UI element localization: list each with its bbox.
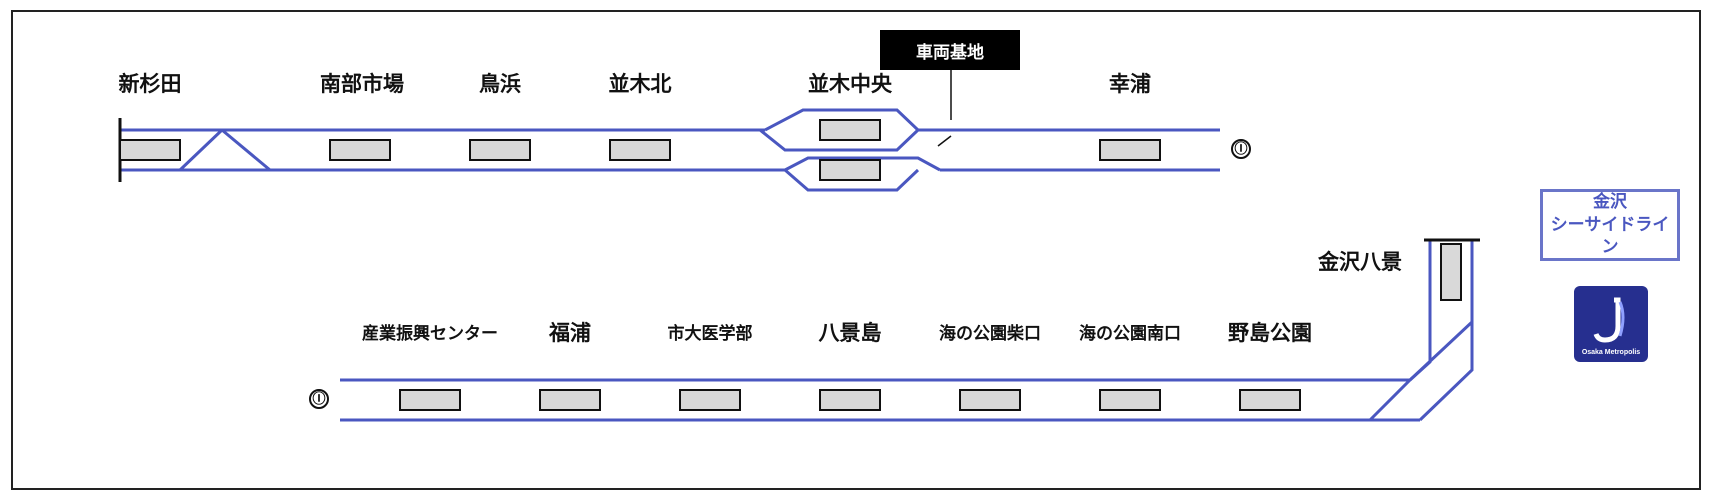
line-name-line1: 金沢 bbox=[1593, 191, 1627, 212]
station-label: 並木中央 bbox=[808, 72, 892, 96]
station-label: 産業振興センター bbox=[362, 324, 498, 344]
upper-crossover-left bbox=[178, 128, 224, 172]
platform bbox=[1239, 389, 1301, 411]
lower-crossover bbox=[1408, 320, 1474, 382]
platform bbox=[469, 139, 531, 161]
platform bbox=[609, 139, 671, 161]
platform bbox=[819, 159, 881, 181]
line-name-box: 金沢 シーサイドライン bbox=[1540, 189, 1680, 261]
platform bbox=[329, 139, 391, 161]
station-label: 南部市場 bbox=[320, 72, 404, 96]
line-end-icon: Ⓘ bbox=[309, 389, 329, 409]
loop-top bbox=[764, 108, 920, 132]
station-label: 八景島 bbox=[818, 321, 882, 345]
station-label: 市大医学部 bbox=[667, 324, 753, 344]
platform bbox=[679, 389, 741, 411]
diagram-frame bbox=[11, 10, 1701, 490]
depot-spur bbox=[937, 135, 952, 147]
station-label: 並木北 bbox=[608, 72, 672, 96]
logo-mark-icon bbox=[1593, 297, 1625, 343]
station-label: 野島公園 bbox=[1228, 321, 1312, 345]
station-label-terminal: 金沢八景 bbox=[1318, 250, 1402, 274]
platform bbox=[119, 139, 181, 161]
loop-mid-lower bbox=[784, 156, 941, 172]
line-end-icon: Ⓘ bbox=[1231, 139, 1251, 159]
platform bbox=[1099, 389, 1161, 411]
platform bbox=[399, 389, 461, 411]
depot-label: 車両基地 bbox=[880, 30, 1020, 70]
station-label: 海の公園柴口 bbox=[939, 324, 1041, 344]
platform bbox=[1440, 243, 1462, 301]
station-label: 鳥浜 bbox=[479, 72, 521, 96]
platform bbox=[959, 389, 1021, 411]
station-label: 幸浦 bbox=[1109, 72, 1151, 96]
platform bbox=[819, 389, 881, 411]
station-label: 福浦 bbox=[549, 321, 591, 345]
loop-bottom bbox=[784, 168, 920, 192]
logo-text: Osaka Metropolis bbox=[1581, 349, 1641, 356]
operator-logo: Osaka Metropolis bbox=[1574, 286, 1648, 362]
line-name-line2: シーサイドライン bbox=[1550, 214, 1670, 258]
platform bbox=[539, 389, 601, 411]
lower-branch-bottom bbox=[1418, 240, 1474, 422]
loop-mid-upper bbox=[759, 128, 920, 152]
platform bbox=[1099, 139, 1161, 161]
upper-crossover-right bbox=[221, 128, 271, 172]
station-label: 新杉田 bbox=[118, 72, 182, 96]
station-label: 海の公園南口 bbox=[1079, 324, 1181, 344]
platform bbox=[819, 119, 881, 141]
